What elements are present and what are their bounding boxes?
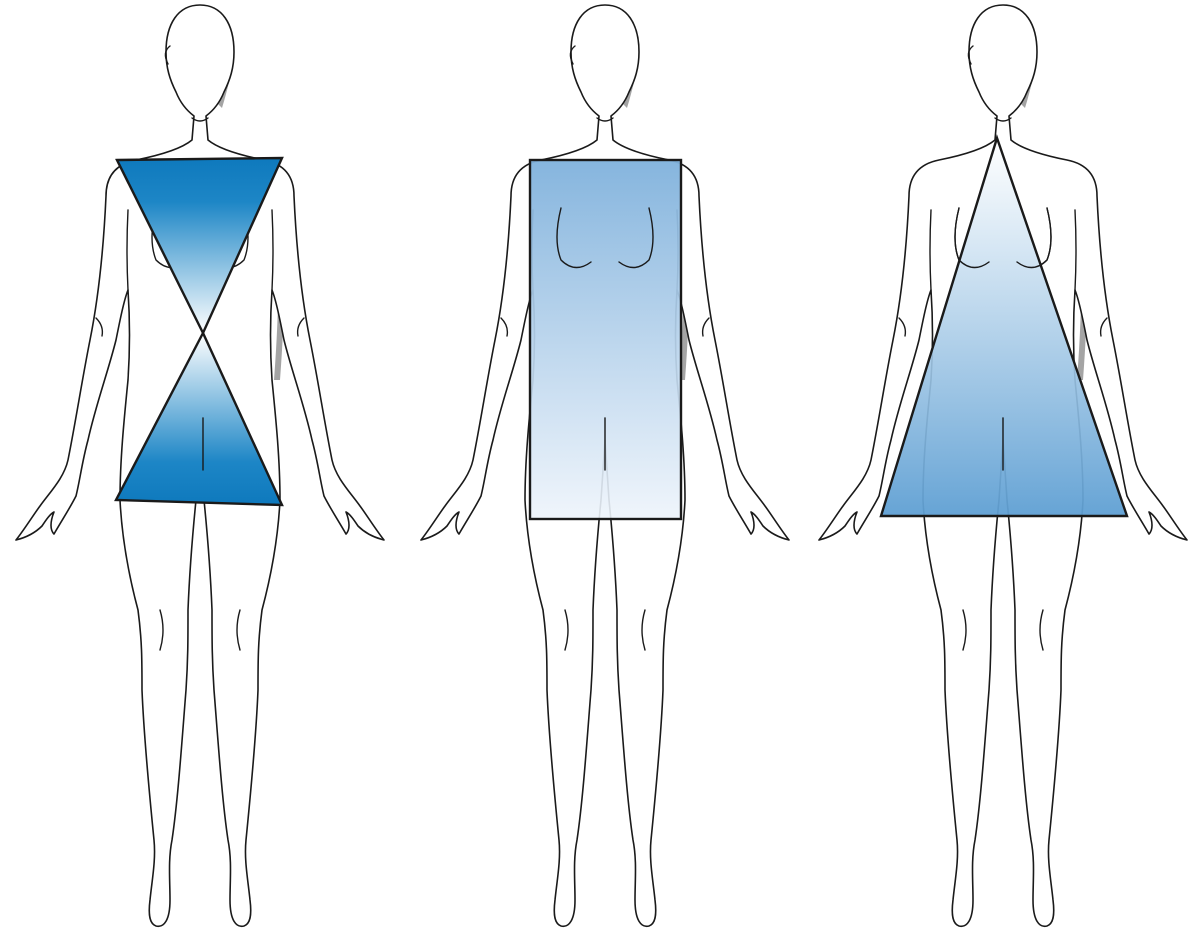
- figure-triangle: [819, 5, 1187, 926]
- figure-rectangle: [421, 5, 789, 926]
- figure-hourglass: [16, 5, 384, 926]
